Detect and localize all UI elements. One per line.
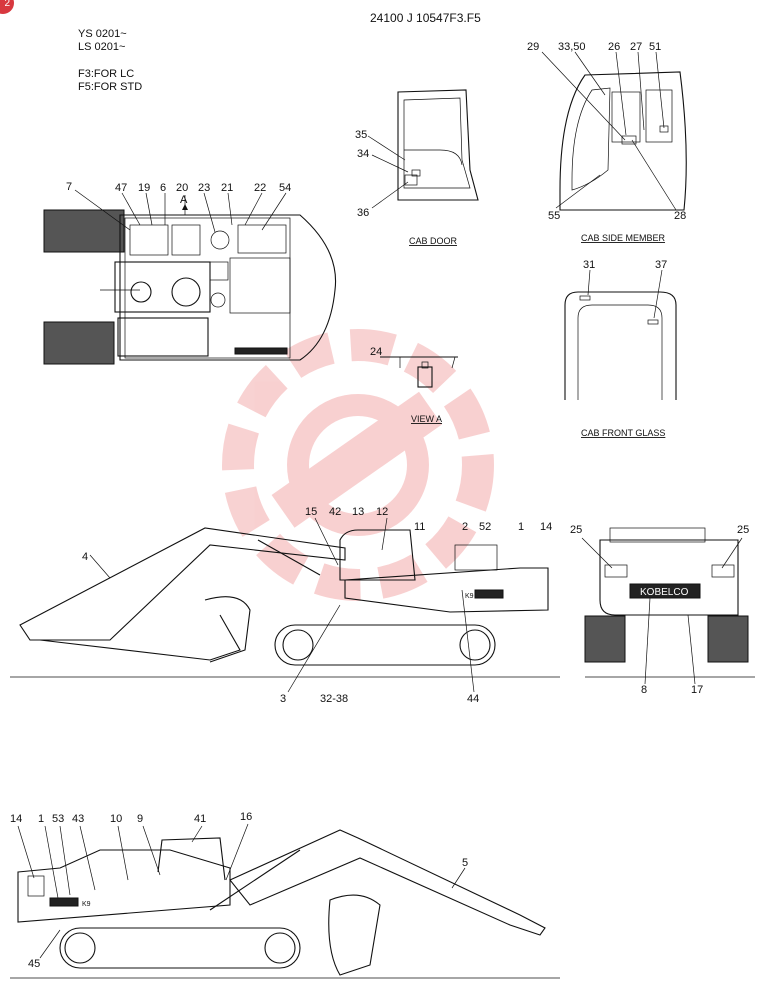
callout-34: 34: [357, 148, 369, 160]
callout-25-right: 25: [737, 524, 749, 536]
callout-55: 55: [548, 210, 560, 222]
left-side-view: K9 14 1 53 43 10 9 41 16 5 45: [10, 811, 560, 979]
page-badge-number: 2: [4, 0, 10, 9]
callout-37: 37: [655, 259, 667, 271]
callout-45: 45: [28, 958, 40, 970]
callout-21: 21: [221, 182, 233, 194]
callout-7: 7: [66, 181, 72, 193]
note-f3: F3:FOR LC: [78, 68, 134, 80]
callout-28: 28: [674, 210, 686, 222]
callout-17: 17: [691, 684, 703, 696]
serial-ys: YS 0201~: [78, 28, 127, 40]
callout-4: 4: [82, 551, 88, 563]
callout-33-50: 33,50: [558, 41, 586, 53]
callout-22: 22: [254, 182, 266, 194]
view-a-arrow: [182, 204, 188, 210]
callout-26: 26: [608, 41, 620, 53]
callout-14-left: 14: [10, 813, 22, 825]
callout-6: 6: [160, 182, 166, 194]
callout-27: 27: [630, 41, 642, 53]
top-plan-view: A 7 47 19 6 20 23 21 22 54: [43, 181, 337, 365]
callout-31: 31: [583, 259, 595, 271]
right-side-view: K9 4 15 42 13 12 11 2 52 1 14 3 32-38 44: [10, 506, 560, 705]
callout-24: 24: [370, 346, 382, 358]
callout-29: 29: [527, 41, 539, 53]
boom-left: [229, 829, 546, 936]
callout-2: 2: [462, 521, 468, 533]
rear-view: KOBELCO 25 25 8 17: [570, 524, 755, 696]
caption-cab-front-glass: CAB FRONT GLASS: [581, 428, 665, 438]
decal-model-left: K9: [82, 901, 91, 908]
decal-brand-rear: KOBELCO: [640, 587, 689, 598]
callout-15: 15: [305, 506, 317, 518]
callout-23: 23: [198, 182, 210, 194]
part-number: 24100 J 10547F3.F5: [370, 11, 481, 25]
callout-14: 14: [540, 521, 552, 533]
callout-11: 11: [414, 521, 425, 533]
caption-cab-door: CAB DOOR: [409, 236, 458, 246]
callout-53: 53: [52, 813, 64, 825]
callout-44: 44: [467, 693, 479, 705]
cab-door-view: 35 34 36 CAB DOOR: [355, 89, 479, 246]
page-badge[interactable]: 2: [0, 0, 14, 14]
decal-model-right: K9: [465, 593, 474, 600]
caption-view-a: VIEW A: [411, 414, 442, 424]
callout-10: 10: [110, 813, 122, 825]
watermark-logo: [222, 329, 494, 601]
callout-5: 5: [462, 857, 468, 869]
callout-25-left: 25: [570, 524, 582, 536]
cab-front-glass-view: 31 37 CAB FRONT GLASS: [564, 259, 677, 438]
view-a: 24 VIEW A: [370, 346, 458, 424]
callout-13: 13: [352, 506, 364, 518]
serial-ls: LS 0201~: [78, 41, 125, 53]
view-a-marker: A: [180, 194, 188, 206]
callout-47: 47: [115, 182, 127, 194]
callout-41: 41: [194, 813, 206, 825]
callout-51: 51: [649, 41, 661, 53]
callout-1-left: 1: [38, 813, 44, 825]
cab-side-member-view: 29 33,50 26 27 51 55 28 CAB SIDE MEMBER: [527, 41, 687, 243]
callout-42: 42: [329, 506, 341, 518]
callout-9: 9: [137, 813, 143, 825]
callout-12: 12: [376, 506, 388, 518]
callout-3: 3: [280, 693, 286, 705]
boom-right: [19, 527, 346, 641]
callout-54: 54: [279, 182, 291, 194]
callout-43: 43: [72, 813, 84, 825]
note-f5: F5:FOR STD: [78, 81, 142, 93]
callout-1: 1: [518, 521, 524, 533]
callout-19: 19: [138, 182, 150, 194]
callout-32-38: 32-38: [320, 693, 348, 705]
caption-cab-side-member: CAB SIDE MEMBER: [581, 233, 666, 243]
callout-8: 8: [641, 684, 647, 696]
callout-52: 52: [479, 521, 491, 533]
callout-16: 16: [240, 811, 252, 823]
callout-20: 20: [176, 182, 188, 194]
callout-35: 35: [355, 129, 367, 141]
callout-36: 36: [357, 207, 369, 219]
